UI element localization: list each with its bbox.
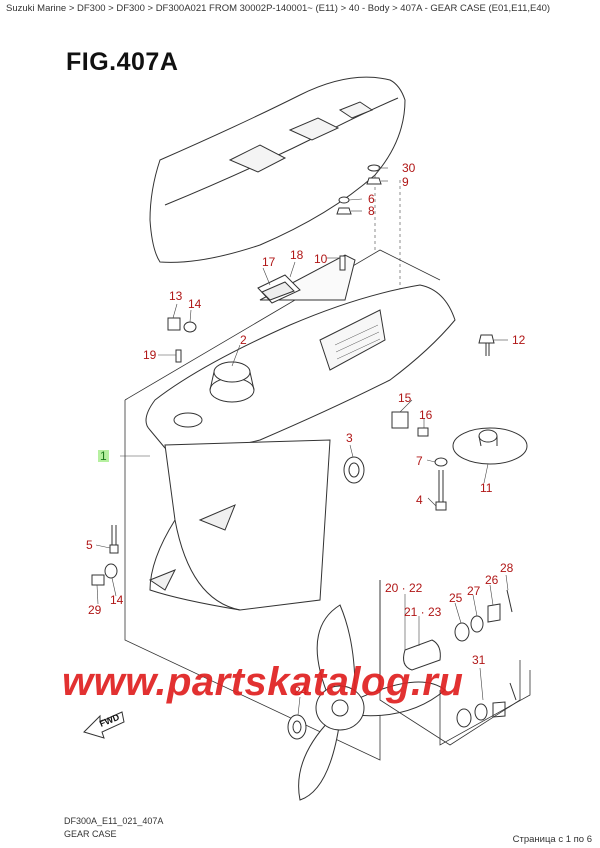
callout-15[interactable]: 15 — [398, 391, 412, 405]
prop-parts-frame — [379, 580, 531, 746]
leader-lines — [95, 167, 509, 716]
callout-17[interactable]: 17 — [262, 255, 276, 269]
callout-9[interactable]: 9 — [402, 175, 409, 189]
callout-10[interactable]: 10 — [314, 252, 328, 266]
callout-27[interactable]: 27 — [467, 584, 481, 598]
callout-25[interactable]: 25 — [449, 591, 463, 605]
figure-title: FIG.407A — [66, 48, 179, 76]
callout-30[interactable]: 30 — [402, 161, 416, 175]
callout-3[interactable]: 3 — [346, 431, 353, 445]
callout-6[interactable]: 6 — [368, 192, 375, 206]
diagram-part-name: GEAR CASE — [64, 829, 117, 839]
callout-12[interactable]: 12 — [512, 333, 526, 347]
propeller — [298, 604, 446, 801]
callout-24[interactable]: 24 — [294, 684, 308, 698]
callout-8[interactable]: 8 — [368, 204, 375, 218]
callout-2[interactable]: 2 — [240, 333, 247, 347]
callout-4[interactable]: 4 — [416, 493, 423, 507]
breadcrumb[interactable]: Suzuki Marine > DF300 > DF300 > DF300A02… — [6, 3, 551, 14]
hardware — [91, 164, 528, 740]
callout-7[interactable]: 7 — [416, 454, 423, 468]
fwd-arrow-icon: FWD — [83, 711, 125, 739]
callout-18[interactable]: 18 — [290, 248, 304, 262]
callout-13[interactable]: 13 — [169, 289, 183, 303]
callout-28[interactable]: 28 — [500, 561, 514, 575]
plate-17-18 — [257, 274, 301, 304]
callout-16[interactable]: 16 — [419, 408, 433, 422]
callout-20-22[interactable]: 20 · 22 — [385, 581, 423, 595]
diagram-code: DF300A_E11_021_407A — [64, 816, 164, 826]
watermark: www.partskatalog.ru — [62, 660, 464, 704]
callout-1[interactable]: 1 — [98, 449, 109, 463]
callout-19[interactable]: 19 — [143, 348, 157, 362]
callout-14-bottom[interactable]: 14 — [110, 593, 124, 607]
callout-14-top[interactable]: 14 — [188, 297, 202, 311]
page-indicator: Страница с 1 по 6 — [512, 834, 592, 845]
callout-5[interactable]: 5 — [86, 538, 93, 552]
callout-31[interactable]: 31 — [472, 653, 486, 667]
gear-case-body — [145, 254, 456, 611]
cover-plate — [149, 76, 406, 263]
callout-26[interactable]: 26 — [485, 573, 499, 587]
callout-11[interactable]: 11 — [480, 481, 493, 495]
callout-21-23[interactable]: 21 · 23 — [404, 605, 442, 619]
callout-29[interactable]: 29 — [88, 603, 102, 617]
